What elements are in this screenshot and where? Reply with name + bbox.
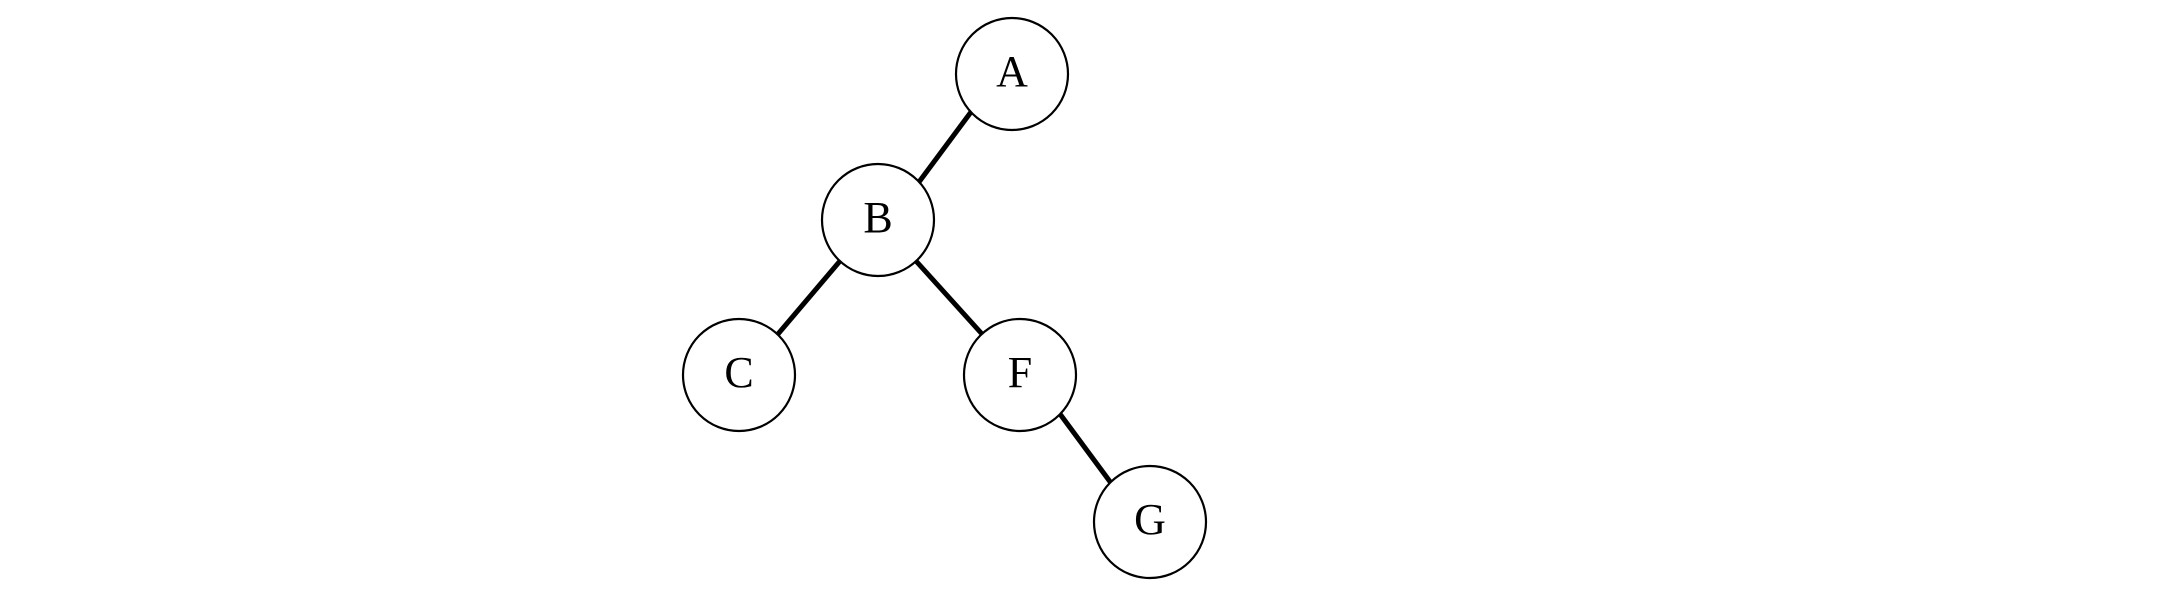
edge-b-c	[776, 259, 842, 336]
node-b[interactable]: B	[820, 162, 936, 278]
node-g[interactable]: G	[1092, 464, 1208, 580]
node-f-label: F	[1008, 348, 1032, 397]
edge-layer	[776, 110, 1114, 485]
node-c-label: C	[724, 348, 753, 397]
node-b-label: B	[863, 193, 892, 242]
node-b-circle[interactable]	[820, 162, 936, 278]
edge-f-g	[1057, 412, 1114, 485]
node-c[interactable]: C	[681, 317, 797, 433]
edge-a-b	[916, 110, 974, 184]
node-a-label: A	[996, 47, 1028, 96]
node-a-circle[interactable]	[954, 16, 1070, 132]
edge-b-f	[914, 259, 984, 336]
node-a[interactable]: A	[954, 16, 1070, 132]
node-f-circle[interactable]	[962, 317, 1078, 433]
node-layer: A B C F G	[681, 16, 1208, 580]
node-g-circle[interactable]	[1092, 464, 1208, 580]
node-c-circle[interactable]	[681, 317, 797, 433]
node-f[interactable]: F	[962, 317, 1078, 433]
node-g-label: G	[1134, 495, 1166, 544]
